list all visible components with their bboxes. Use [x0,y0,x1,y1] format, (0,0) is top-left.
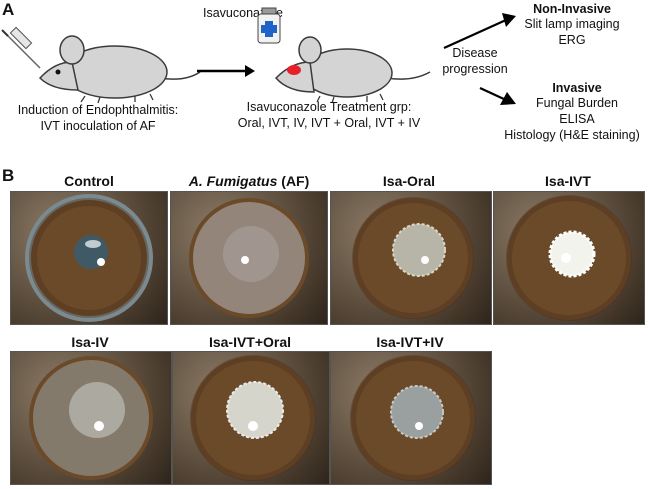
disease-progression-line2: progression [442,62,508,76]
eye-photo-af [170,191,328,325]
label-control: Control [64,173,114,189]
label-af: A. Fumigatus (AF) [188,173,310,189]
induction-text-line2: IVT inoculation of AF [40,119,156,133]
panel-a-label: A [2,0,15,19]
treatment-text-line2: Oral, IVT, IV, IVT + Oral, IVT + IV [237,116,421,130]
noninvasive-title: Non-Invasive [533,2,611,16]
mouse-with-syringe-illustration [1,26,201,104]
arrow-to-treatment [197,65,255,77]
eye-photo-isa-ivt-iv [330,351,492,485]
medicine-vial-icon [257,7,281,44]
eye-photo-control [10,191,168,325]
label-isa-iv: Isa-IV [71,334,109,350]
progression-arrows [443,13,516,105]
induction-text-line1: Induction of Endophthalmitis: [17,103,179,117]
label-isa-ivt-iv: Isa-IVT+IV [376,334,444,350]
noninvasive-item: ERG [558,33,586,47]
eye-photo-isa-ivt-oral [172,351,330,485]
label-isa-ivt: Isa-IVT [545,173,591,189]
infected-mouse-illustration [274,36,431,104]
noninvasive-item: Slit lamp imaging [524,17,620,31]
label-isa-oral: Isa-Oral [382,173,436,189]
invasive-item: Histology (H&E staining) [504,128,640,142]
label-isa-ivt-oral: Isa-IVT+Oral [208,334,292,350]
eye-photo-isa-oral [330,191,492,325]
infected-eye-icon [287,65,301,75]
invasive-item: ELISA [559,112,595,126]
eye-photo-isa-ivt [493,191,645,325]
invasive-title: Invasive [552,81,602,95]
treatment-text-line1: Isavuconazole Treatment grp: [246,100,412,114]
eye-photo-isa-iv [10,351,172,485]
invasive-item: Fungal Burden [535,96,618,110]
panel-b-label: B [2,166,15,185]
disease-progression-line1: Disease [452,46,498,60]
syringe-icon [1,26,41,69]
